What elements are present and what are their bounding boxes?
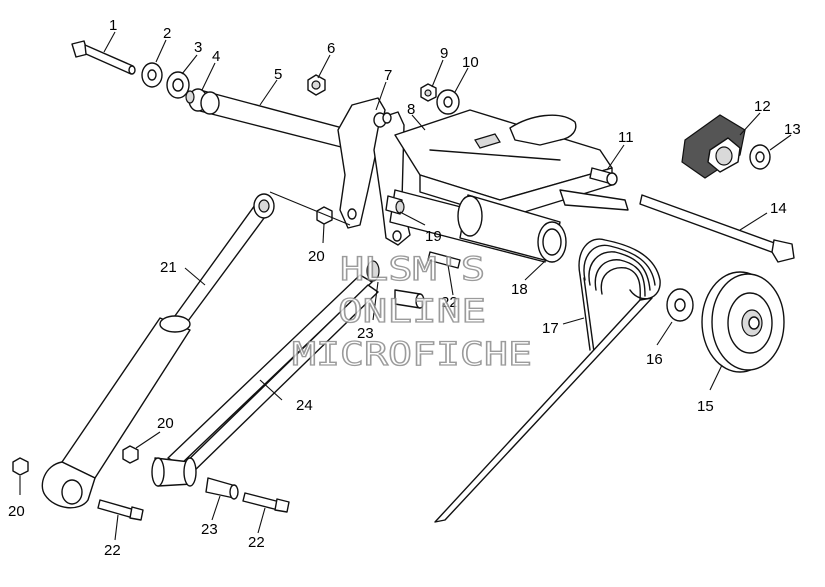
callout-5: 5 bbox=[274, 66, 282, 83]
part-bushing-19 bbox=[385, 195, 405, 215]
part-arm-24 bbox=[151, 274, 379, 487]
part-bushing-23 bbox=[205, 260, 425, 500]
part-pin-11 bbox=[589, 167, 618, 186]
callout-24: 24 bbox=[296, 397, 313, 414]
callout-22-upper: 22 bbox=[441, 294, 458, 311]
callout-14: 14 bbox=[770, 200, 787, 217]
part-block-12 bbox=[681, 114, 746, 179]
part-nut-20 bbox=[12, 206, 333, 476]
part-spring-17 bbox=[434, 238, 661, 523]
part-bolt-1 bbox=[71, 40, 136, 75]
callout-15: 15 bbox=[697, 398, 714, 415]
part-washer-2 bbox=[141, 62, 163, 88]
watermark-line-1: HLSM'S bbox=[340, 250, 485, 288]
callout-1: 1 bbox=[109, 17, 117, 34]
watermark: HLSM'S ONLINE MICROFICHE bbox=[291, 249, 532, 373]
callout-12: 12 bbox=[754, 98, 771, 115]
callout-19: 19 bbox=[425, 228, 442, 245]
callout-18: 18 bbox=[511, 281, 528, 298]
part-nut-9 bbox=[420, 83, 437, 102]
callout-20-upper: 20 bbox=[308, 248, 325, 265]
part-washer-10 bbox=[436, 89, 460, 115]
leader-lines bbox=[19, 31, 792, 541]
part-nut-6 bbox=[307, 74, 326, 96]
watermark-line-2: ONLINE bbox=[338, 292, 486, 330]
callout-2: 2 bbox=[163, 25, 171, 42]
callout-21: 21 bbox=[160, 259, 177, 276]
callout-20-left: 20 bbox=[8, 503, 25, 520]
callout-6: 6 bbox=[327, 40, 335, 57]
callout-11: 11 bbox=[618, 129, 634, 146]
callout-17: 17 bbox=[542, 320, 559, 337]
callout-23-upper: 23 bbox=[357, 325, 374, 342]
callout-16: 16 bbox=[646, 351, 663, 368]
callout-7: 7 bbox=[384, 67, 392, 84]
callout-22-left: 22 bbox=[104, 542, 121, 559]
callout-23-lower: 23 bbox=[201, 521, 218, 538]
part-shock-21 bbox=[41, 193, 275, 509]
part-washer-16 bbox=[666, 288, 694, 322]
callout-8: 8 bbox=[407, 101, 415, 118]
callout-22-right: 22 bbox=[248, 534, 265, 551]
callout-numbers: 1 2 3 4 5 6 7 8 9 10 11 12 13 14 15 16 1… bbox=[8, 17, 801, 559]
part-wheel-15 bbox=[701, 271, 785, 373]
part-washer-3 bbox=[166, 71, 190, 99]
callout-13: 13 bbox=[784, 121, 801, 138]
watermark-line-3: MICROFICHE bbox=[292, 335, 532, 373]
part-washer-13 bbox=[749, 144, 771, 170]
part-bolt-22 bbox=[97, 251, 461, 521]
callout-20-middle: 20 bbox=[157, 415, 174, 432]
callout-4: 4 bbox=[212, 48, 220, 65]
callout-9: 9 bbox=[440, 45, 448, 62]
part-bolt-14 bbox=[639, 194, 795, 263]
callout-10: 10 bbox=[462, 54, 479, 71]
callout-3: 3 bbox=[194, 39, 202, 56]
part-shaft-5 bbox=[185, 88, 351, 149]
